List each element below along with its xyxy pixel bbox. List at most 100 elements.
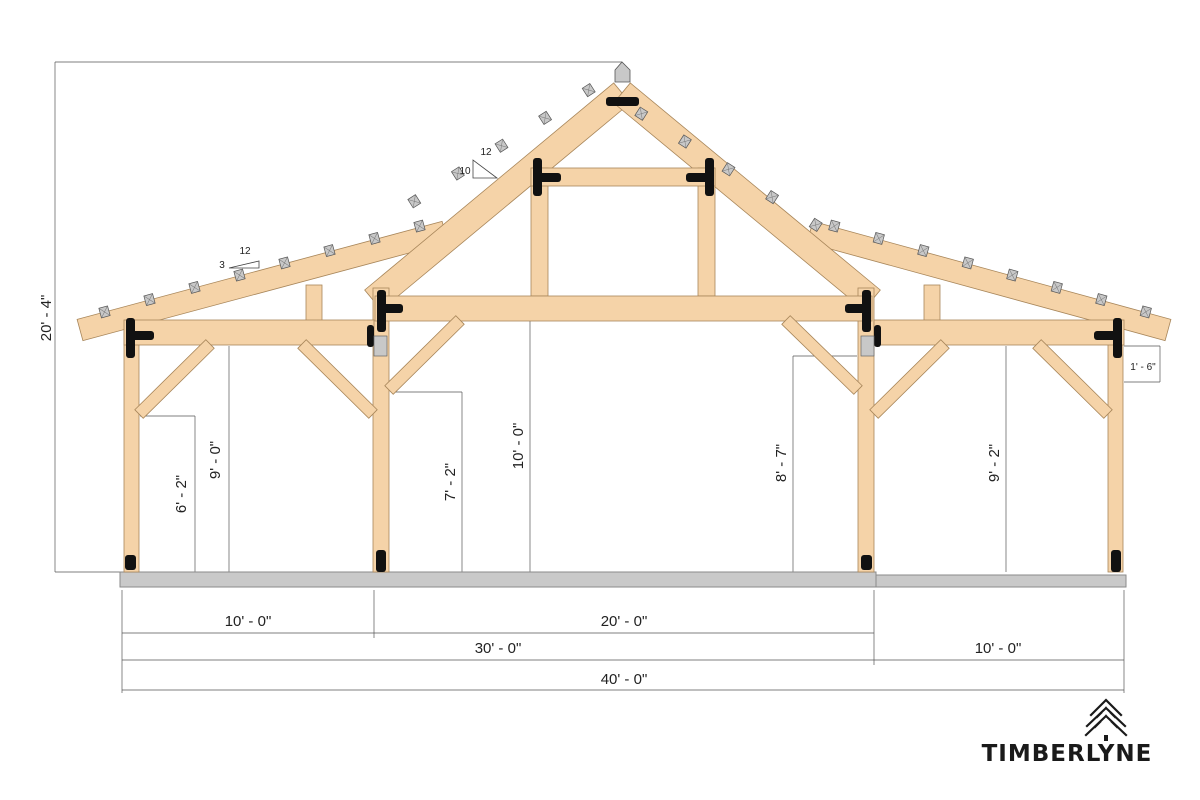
slab-lean-to	[875, 574, 1127, 588]
right-lean-to-purlin-1-cross-b	[828, 222, 841, 230]
lean-to-pitch-symbol: 3 12	[219, 246, 260, 271]
base-connector-1	[125, 555, 136, 570]
dim-overall-width: 40' - 0"	[601, 671, 648, 688]
left-main-purlin-2	[450, 166, 465, 181]
left-main-purlin-1	[407, 194, 422, 209]
right-main-purlin-1	[634, 106, 649, 121]
left-lean-to-purlin-3-cross-b	[191, 281, 198, 294]
collar-beam	[530, 167, 716, 187]
main-tie-beam	[374, 295, 873, 322]
right-lean-to-purlin-5-cross-b	[1006, 271, 1019, 279]
dim-9-0: 9' - 0"	[207, 441, 224, 479]
overhang-label: 1' - 6"	[1130, 362, 1156, 373]
right-lean-to-purlin-2	[872, 231, 885, 245]
main-pitch-rise: 10	[459, 166, 471, 177]
right-main-purlin-2-cross-b	[678, 139, 692, 144]
steel-connectors	[125, 97, 1122, 572]
dim-8-7: 8' - 7"	[773, 444, 790, 482]
right-lean-to-purlin-1	[828, 219, 841, 233]
left-lean-to-purlin-4-cross-b	[236, 268, 243, 282]
base-connector-4	[1111, 550, 1121, 572]
right-main-purlin-2	[677, 134, 692, 149]
right-lean-to-purlin-8-cross-b	[1139, 308, 1152, 316]
right-lean-to-purlin-8	[1139, 305, 1152, 319]
right-lean-to-purlin-2-cross-b	[872, 234, 885, 243]
left-lean-to-purlin-7	[368, 231, 381, 245]
tie-connector-right-h	[845, 304, 871, 313]
right-main-purlin-5	[808, 217, 823, 233]
dim-6-2: 6' - 2"	[173, 475, 190, 513]
left-main-purlin-4	[538, 110, 553, 126]
dim-7-2: 7' - 2"	[442, 463, 459, 501]
queen-post-left	[305, 284, 323, 324]
right-lean-to-purlin-3	[917, 244, 930, 258]
seat-block-right	[860, 335, 875, 357]
left-main-purlin-3	[494, 138, 509, 153]
right-lean-to-purlin-7-cross-b	[1095, 295, 1108, 304]
right-main-purlin-4	[765, 189, 780, 205]
dim-right-bay: 10' - 0"	[975, 640, 1022, 657]
left-lean-to-purlin-7-cross-b	[371, 232, 378, 245]
left-lean-to-purlin-2-cross-b	[146, 293, 153, 306]
pine-tree-icon	[1084, 698, 1128, 741]
left-lean-to-rafter	[76, 220, 449, 342]
left-lean-to-purlin-8	[413, 219, 426, 233]
knee-connector-right-h	[686, 173, 714, 182]
left-lean-to-purlin-2	[143, 293, 156, 307]
right-lean-to-purlin-3-cross-b	[917, 246, 930, 255]
lean-to-hanger-right	[874, 325, 881, 347]
dimension-labels: 20' - 4" 1' - 6" 6' - 2" 9' - 0" 7' - 2"…	[38, 147, 1156, 688]
knee-brace-5	[869, 339, 950, 419]
foundation-slab	[119, 571, 1127, 588]
right-lean-to-purlin-6-cross-b	[1050, 283, 1063, 292]
dim-left-bay: 10' - 0"	[225, 613, 272, 630]
ridge-plate	[606, 97, 639, 106]
left-lean-to-purlin-1-cross-b	[101, 305, 108, 319]
left-main-purlin-5	[581, 82, 596, 98]
left-lean-to-purlin-3	[188, 280, 201, 294]
left-main-purlin-3-cross-b	[500, 139, 503, 153]
base-connector-2	[376, 550, 386, 572]
lean-to-hanger-left	[367, 325, 374, 347]
brand-logo: TIMBERLYNE	[982, 698, 1151, 767]
ridge-cap	[614, 61, 631, 83]
left-main-purlin-2-cross-b	[456, 166, 460, 181]
left-tie-beam	[123, 319, 375, 346]
roof-purlins	[98, 61, 1152, 319]
dimension-lines	[54, 61, 1161, 693]
main-roof-pitch-symbol: 10 12	[459, 147, 499, 179]
slab-main	[119, 571, 877, 588]
right-lean-to-purlin-5	[1006, 268, 1019, 282]
overall-height-label: 20' - 4"	[38, 295, 55, 342]
post-left-outer	[123, 329, 140, 573]
left-main-purlin-4-cross-b	[543, 111, 547, 125]
left-main-purlin-5-cross-b	[587, 83, 591, 97]
left-main-purlin-1-cross-b	[412, 194, 416, 208]
right-main-purlin-3-cross-b	[721, 167, 736, 172]
right-tie-beam	[873, 319, 1125, 346]
dim-9-2: 9' - 2"	[986, 444, 1003, 482]
dim-thirty: 30' - 0"	[475, 640, 522, 657]
dim-center-bay: 20' - 0"	[601, 613, 648, 630]
right-main-rafter	[613, 82, 881, 311]
right-lean-to-purlin-6	[1050, 280, 1063, 294]
knee-brace-3	[384, 315, 465, 395]
queen-post-right	[923, 284, 941, 324]
left-lean-to-purlin-5	[278, 256, 291, 270]
right-main-purlin-4-cross-b	[765, 195, 779, 200]
knee-brace-4	[781, 315, 863, 395]
right-main-purlin-1-cross-b	[634, 111, 648, 116]
tie-connector-left-h	[377, 304, 403, 313]
knee-brace-2	[297, 339, 378, 419]
left-lean-to-purlin-1	[98, 305, 111, 319]
right-lean-to-purlin-4	[961, 256, 974, 270]
knee-connector-left-h	[533, 173, 561, 182]
seat-block-left	[373, 335, 388, 357]
right-main-purlin-5-cross-b	[809, 222, 823, 227]
knee-brace-6	[1032, 339, 1113, 419]
plate-connector-right-h	[1094, 331, 1122, 340]
left-lean-to-purlin-6-cross-b	[326, 244, 333, 257]
plate-connector-left-h	[126, 331, 154, 340]
left-lean-to-purlin-4	[233, 268, 246, 282]
